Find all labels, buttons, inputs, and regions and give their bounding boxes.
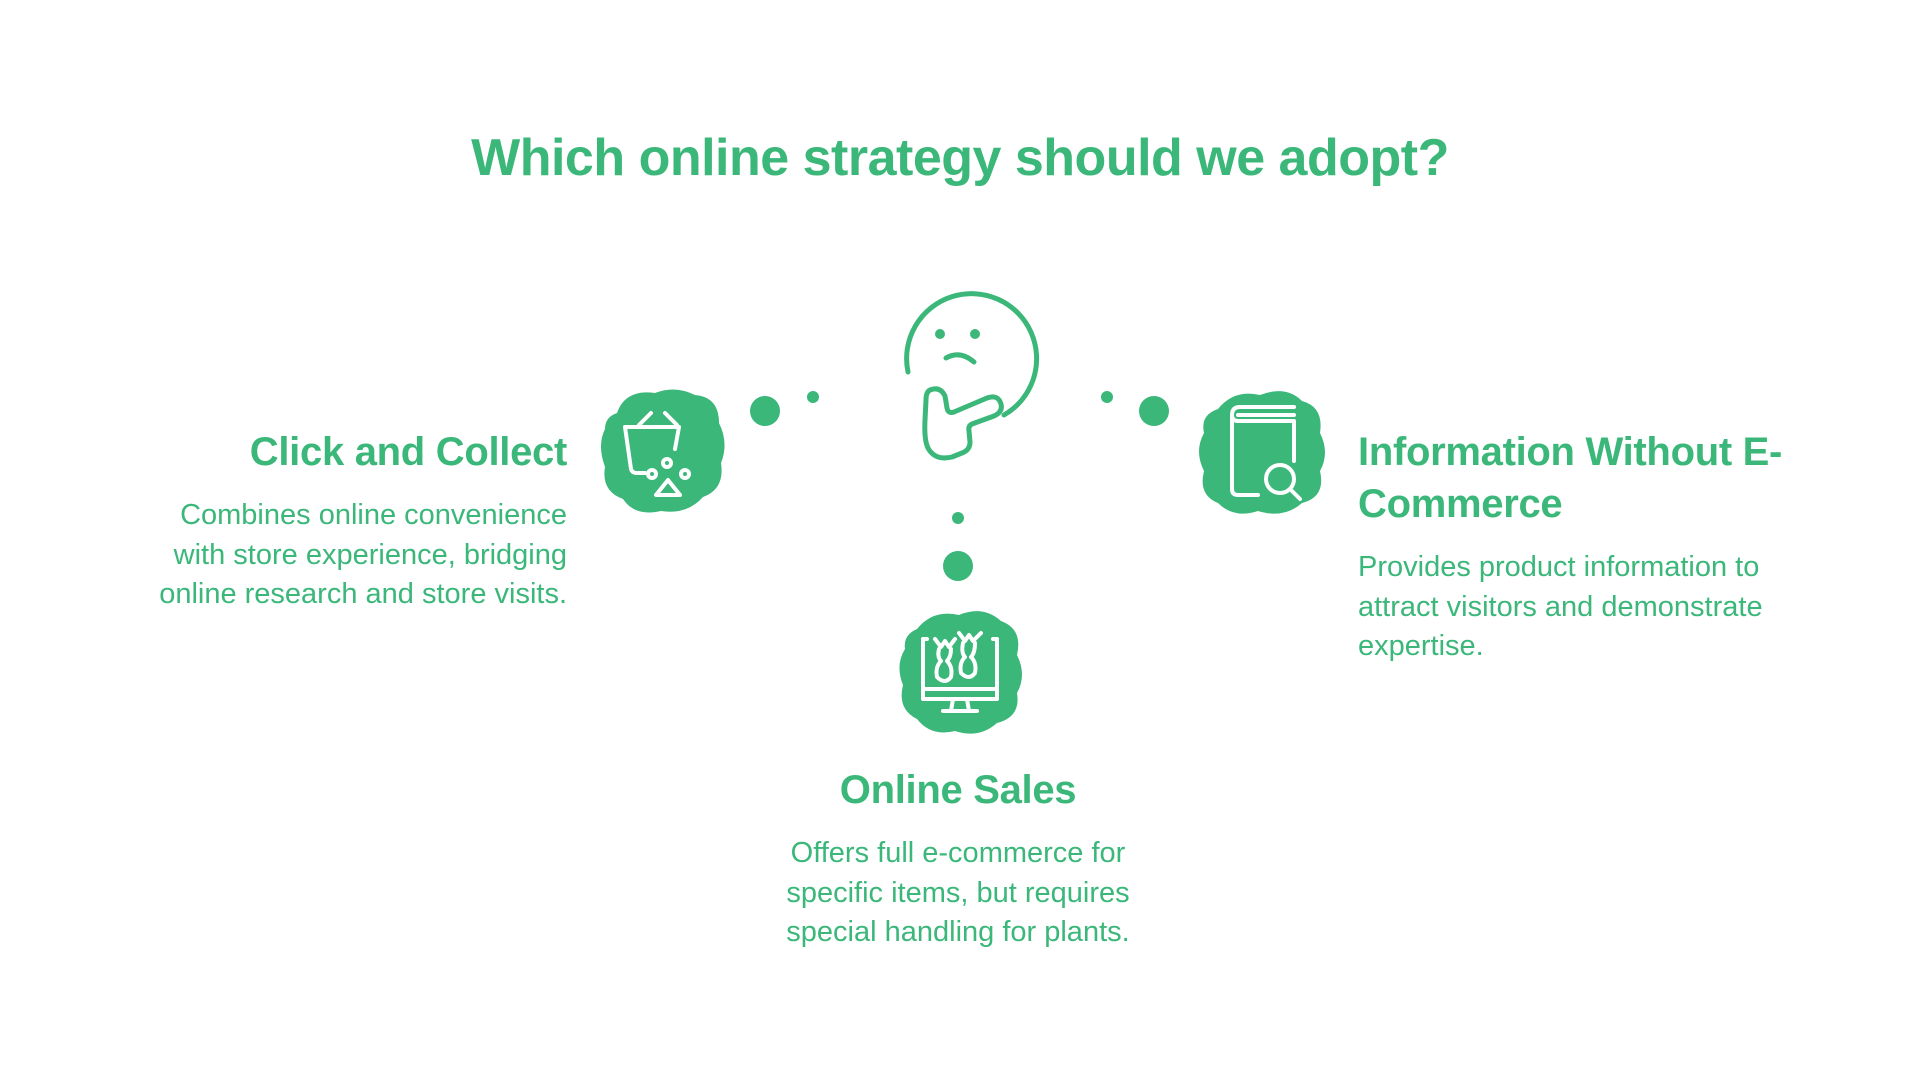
title-line: Commerce: [1358, 482, 1563, 526]
option-online-sales: Online Sales Offers full e-commerce for …: [708, 764, 1208, 953]
option-icon-click-and-collect: [595, 383, 729, 517]
connector-dot-right-large: [1139, 396, 1169, 426]
option-description: Combines online convenience with store e…: [60, 496, 567, 615]
description-line: Combines online convenience: [180, 499, 567, 531]
option-title: Information Without E- Commerce: [1358, 426, 1858, 530]
description-line: Offers full e-commerce for: [790, 837, 1126, 869]
option-click-and-collect: Click and Collect Combines online conven…: [60, 426, 567, 615]
option-icon-information: [1194, 385, 1328, 519]
monitor-plants-icon: [921, 631, 999, 713]
description-line: with store experience, bridging: [173, 538, 567, 571]
option-description: Offers full e-commerce for specific item…: [708, 834, 1208, 953]
description-line: specific items, but requires: [786, 876, 1130, 909]
description-line: attract visitors and demonstrate: [1358, 590, 1763, 623]
description-line: Provides product information to: [1358, 551, 1760, 583]
connector-dot-left-large: [750, 396, 780, 426]
description-line: online research and store visits.: [159, 578, 567, 610]
connector-dot-bottom-small: [952, 512, 964, 524]
option-title: Online Sales: [839, 768, 1077, 812]
diagram-title: Which online strategy should we adopt?: [471, 129, 1449, 187]
connector-dot-bottom-large: [943, 551, 973, 581]
thinking-face-icon: [890, 290, 1040, 461]
title-line: Information Without E-: [1358, 430, 1783, 474]
option-information-without-ecommerce: Information Without E- Commerce Provides…: [1358, 426, 1858, 667]
connector-dot-left-small: [807, 391, 819, 403]
book-search-icon: [1230, 405, 1302, 501]
description-line: expertise.: [1358, 630, 1484, 662]
option-icon-online-sales: [893, 603, 1027, 737]
description-line: special handling for plants.: [786, 916, 1130, 948]
option-description: Provides product information to attract …: [1358, 548, 1858, 667]
basket-paw-icon: [623, 411, 691, 497]
connector-dot-right-small: [1101, 391, 1113, 403]
option-title: Click and Collect: [249, 430, 568, 474]
